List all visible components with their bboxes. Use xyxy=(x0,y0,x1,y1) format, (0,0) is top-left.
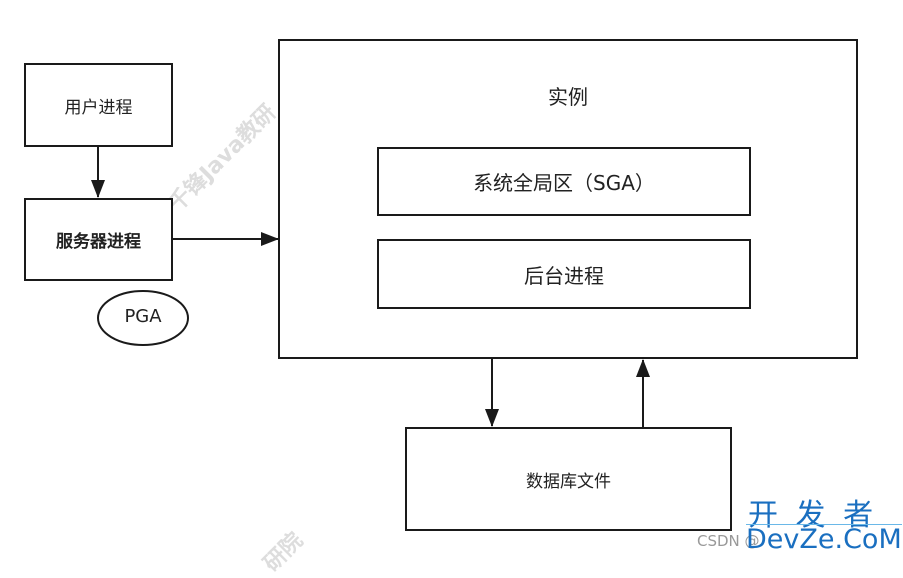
pga-label: PGA xyxy=(124,306,162,327)
server-process-box: 服务器进程 xyxy=(24,198,173,281)
sga-box: 系统全局区（SGA） xyxy=(377,147,751,216)
connectors xyxy=(91,147,650,427)
pga-ellipse xyxy=(97,290,189,346)
watermark-csdn: CSDN @ xyxy=(697,532,760,550)
watermark-site-en: DevZe.CoM xyxy=(746,524,902,555)
database-files-box: 数据库文件 xyxy=(405,427,732,531)
background-process-box: 后台进程 xyxy=(377,239,751,309)
user-process-box: 用户进程 xyxy=(24,63,173,147)
instance-label: 实例 xyxy=(548,85,588,109)
watermark-site-cn: 开 发 者 xyxy=(748,498,878,533)
